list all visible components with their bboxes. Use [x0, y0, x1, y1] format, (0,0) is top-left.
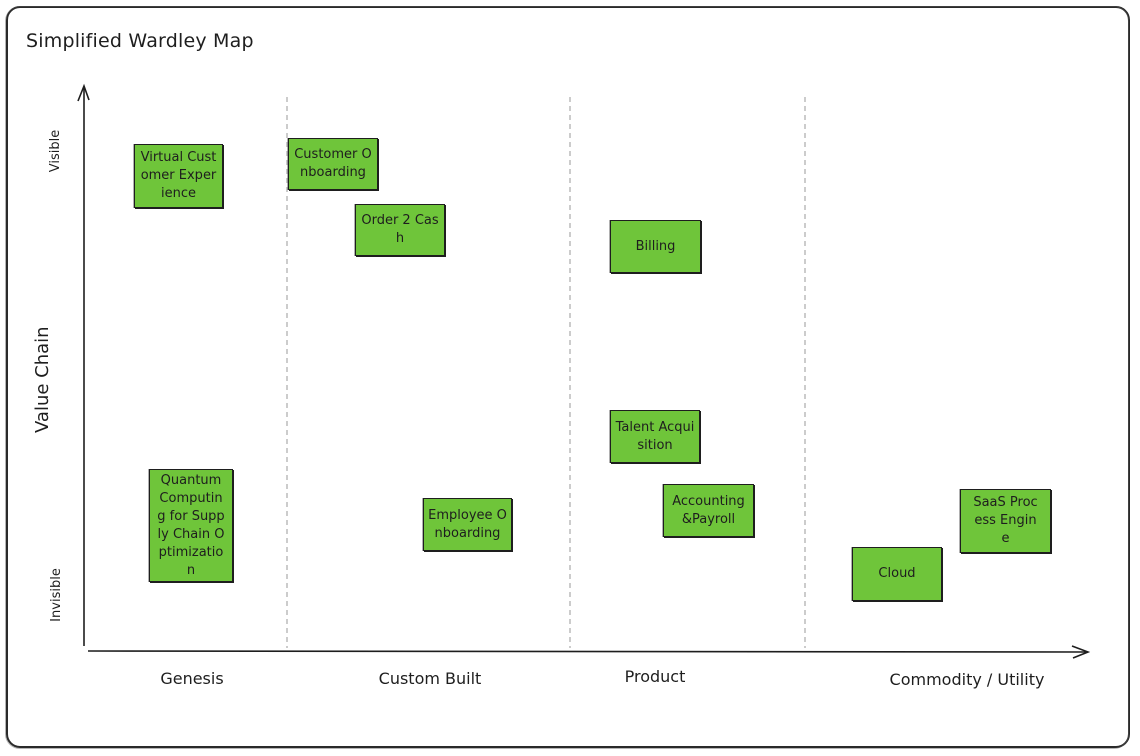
stage-custom-built-label: Custom Built	[378, 669, 482, 688]
component-label: Accounting &Payroll	[672, 493, 745, 527]
component-label: Virtual Customer Experience	[140, 150, 217, 201]
x-axis-arrowhead	[1071, 645, 1091, 659]
y-axis-bottom-label: Invisible	[49, 568, 64, 622]
component-talent-acquisition[interactable]: Talent Acquisition	[610, 410, 700, 463]
component-quantum-computing[interactable]: Quantum Computing for Supply Chain Optim…	[149, 469, 233, 582]
stage-product-label: Product	[624, 667, 686, 686]
component-order-2-cash[interactable]: Order 2 Cash	[355, 204, 445, 256]
component-label: SaaS Process Engine	[973, 495, 1038, 546]
stage-genesis-label: Genesis	[160, 669, 224, 688]
component-billing[interactable]: Billing	[610, 220, 701, 273]
component-label: Cloud	[878, 566, 916, 581]
component-cloud[interactable]: Cloud	[852, 547, 942, 601]
component-employee-onboarding[interactable]: Employee Onboarding	[423, 498, 512, 551]
component-label: Quantum Computing for Supply Chain Optim…	[157, 472, 225, 578]
y-axis-label: Value Chain	[32, 326, 53, 433]
y-axis-arrowhead	[77, 83, 90, 102]
x-axis-line	[87, 650, 1087, 654]
component-saas-process-engine[interactable]: SaaS Process Engine	[960, 489, 1051, 553]
component-label: Employee Onboarding	[428, 507, 507, 541]
component-virtual-customer-experience[interactable]: Virtual Customer Experience	[134, 144, 223, 208]
component-label: Order 2 Cash	[361, 213, 439, 246]
map-title: Simplified Wardley Map	[26, 30, 254, 52]
canvas-frame	[5, 6, 1130, 749]
y-axis-top-label: Visible	[48, 129, 63, 173]
component-label: Customer Onboarding	[294, 147, 372, 180]
stage-commodity-label: Commodity / Utility	[889, 670, 1045, 689]
component-accounting-payroll[interactable]: Accounting &Payroll	[663, 484, 754, 537]
y-axis-line	[82, 87, 85, 647]
component-label: Talent Acquisition	[615, 419, 695, 453]
component-label: Billing	[635, 238, 676, 254]
component-customer-onboarding[interactable]: Customer Onboarding	[288, 138, 378, 190]
